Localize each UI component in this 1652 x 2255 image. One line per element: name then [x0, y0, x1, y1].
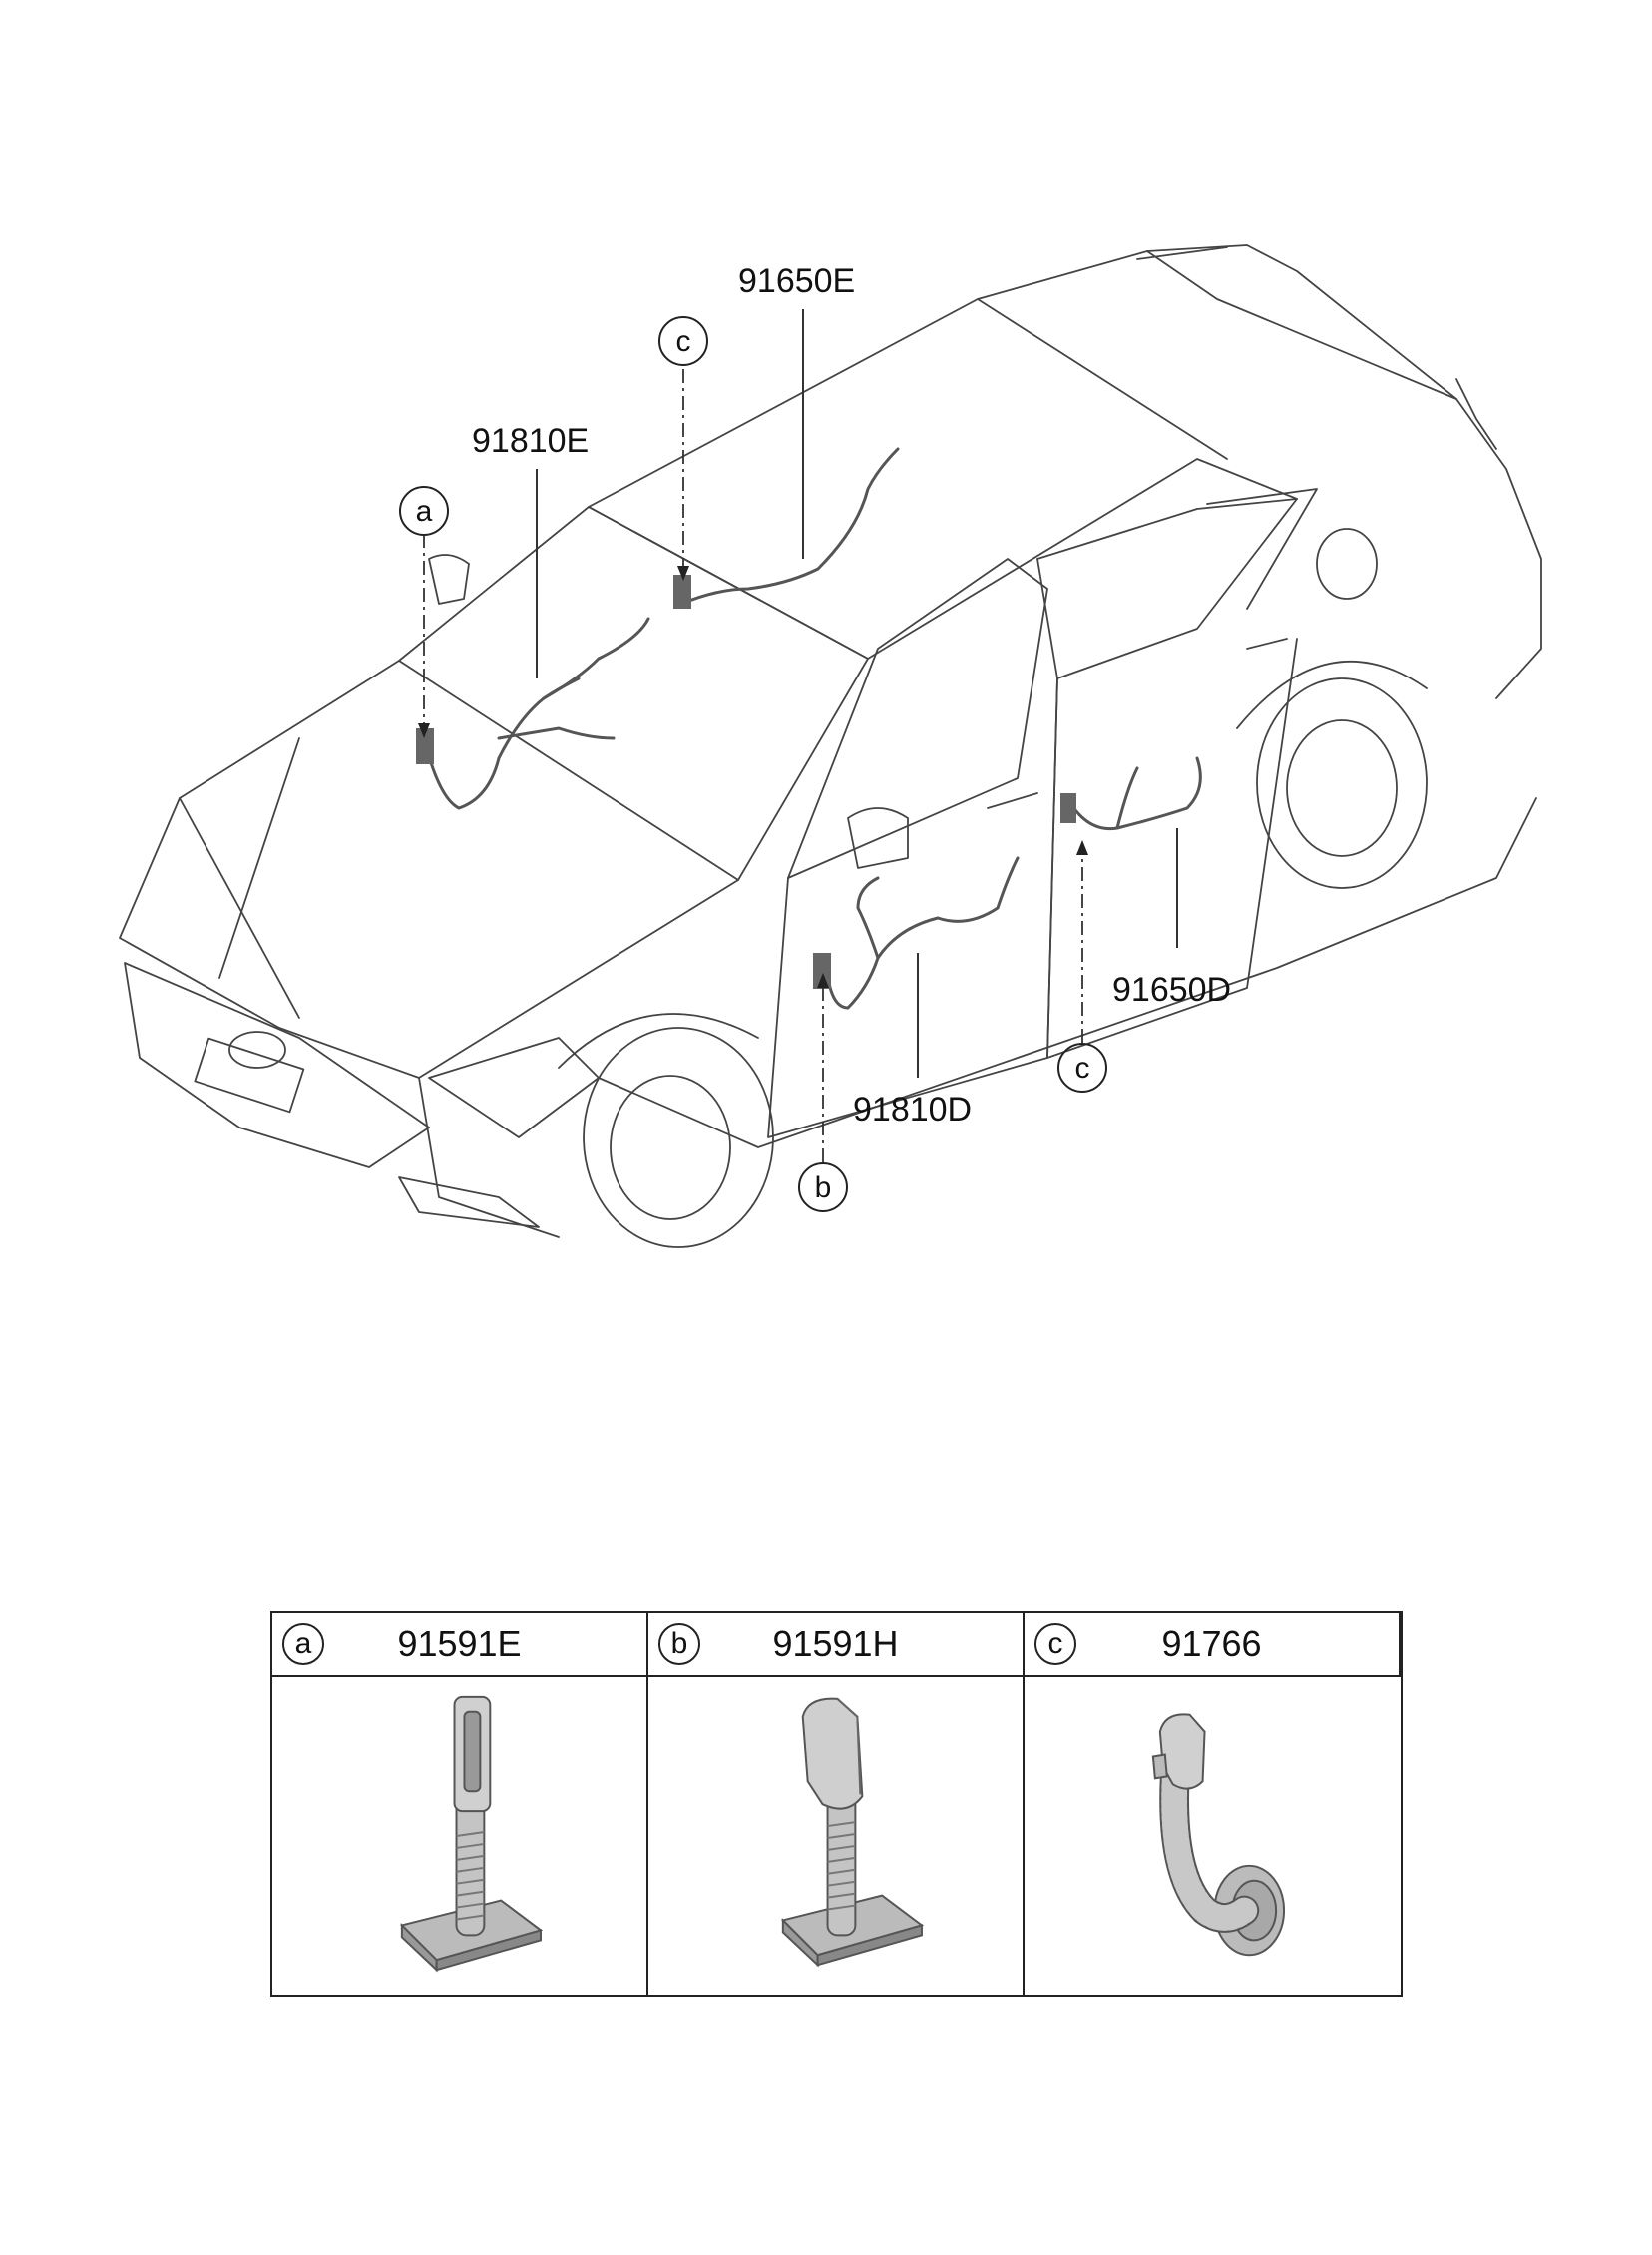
svg-text:c: c	[1075, 1052, 1090, 1085]
harness-91810D	[813, 856, 1020, 1010]
marker-c-top: c	[658, 316, 708, 366]
parts-legend-table: a 91591E b 91591H c 91766	[270, 1611, 1403, 1997]
callout-91810D: 91810D	[853, 1091, 972, 1128]
legend-part-a: 91591E	[397, 1623, 522, 1664]
harness-91650E	[673, 447, 900, 609]
legend-part-c: 91766	[1161, 1623, 1262, 1664]
harness-91810E	[416, 617, 650, 810]
legend-header-a: a 91591E	[272, 1613, 648, 1677]
callout-91810E: 91810E	[472, 422, 589, 460]
svg-text:a: a	[416, 495, 433, 528]
grommet-b-icon	[780, 1697, 925, 1968]
harness-91650D	[1060, 756, 1202, 831]
grommet-a-icon	[399, 1695, 544, 1973]
legend-header-b: b 91591H	[648, 1613, 1025, 1677]
callout-91650E: 91650E	[738, 262, 855, 300]
marker-b: b	[798, 1162, 848, 1212]
legend-part-b: 91591H	[772, 1623, 899, 1664]
marker-a: a	[399, 486, 449, 536]
grommet-c-icon	[1151, 1713, 1286, 1957]
svg-text:c: c	[676, 325, 691, 358]
legend-image-b	[648, 1677, 1025, 1995]
car-illustration	[119, 244, 1542, 1248]
legend-header-c: c 91766	[1025, 1613, 1401, 1677]
leader-lines	[418, 309, 1178, 1162]
callout-91650D: 91650D	[1112, 971, 1231, 1009]
svg-text:b: b	[815, 1171, 832, 1204]
legend-image-c	[1025, 1677, 1401, 1995]
legend-image-a	[272, 1677, 648, 1995]
legend-badge-b: b	[658, 1623, 700, 1665]
marker-c-bottom: c	[1057, 1043, 1107, 1093]
legend-badge-a: a	[282, 1623, 324, 1665]
legend-badge-c: c	[1034, 1623, 1076, 1665]
